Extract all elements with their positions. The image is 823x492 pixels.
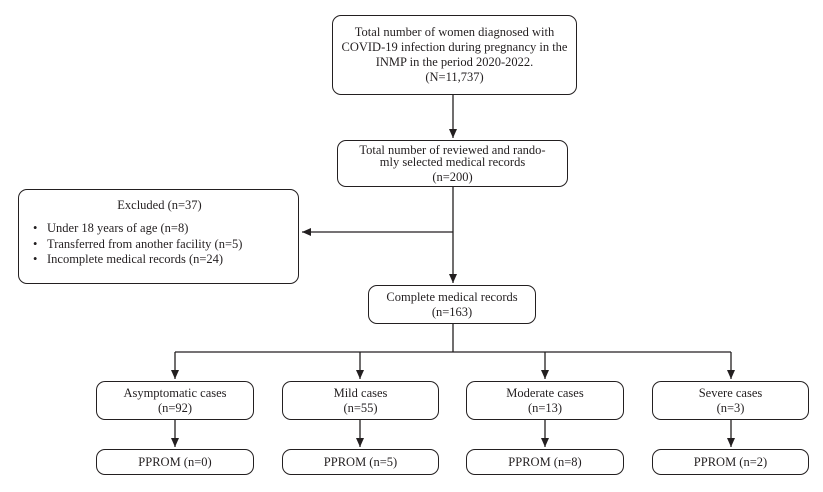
complete-records-label: Complete medical records [386, 289, 518, 304]
complete-records-box: Complete medical records (n=163) [368, 285, 536, 324]
reviewed-records-count: (n=200) [432, 169, 473, 184]
category-box-moderate: Moderate cases (n=13) [466, 381, 624, 420]
category-count: (n=92) [157, 400, 193, 415]
total-diagnosed-line-1: Total number of women diagnosed with [354, 25, 555, 39]
excluded-item-under-18: Under 18 years of age (n=8) [33, 221, 288, 237]
category-box-asymptomatic: Asymptomatic cases (n=92) [96, 381, 254, 420]
total-diagnosed-line-2: COVID-19 infection during pregnancy in t… [341, 40, 568, 54]
reviewed-records-box: Total number of reviewed and rando- mly … [337, 140, 568, 187]
excluded-box: Excluded (n=37) Under 18 years of age (n… [18, 189, 299, 284]
category-box-severe: Severe cases (n=3) [652, 381, 809, 420]
category-label: Moderate cases [506, 385, 584, 400]
pprom-box-moderate: PPROM (n=8) [466, 449, 624, 475]
total-diagnosed-box: Total number of women diagnosed with COV… [332, 15, 577, 95]
complete-records-count: (n=163) [431, 304, 473, 319]
pprom-label: PPROM (n=8) [508, 454, 582, 469]
pprom-box-severe: PPROM (n=2) [652, 449, 809, 475]
category-count: (n=55) [343, 400, 378, 415]
total-diagnosed-count: (N=11,737) [425, 70, 484, 84]
pprom-box-mild: PPROM (n=5) [282, 449, 439, 475]
pprom-label: PPROM (n=5) [323, 454, 398, 469]
category-label: Mild cases [333, 385, 388, 400]
category-count: (n=13) [527, 400, 563, 415]
excluded-list: Under 18 years of age (n=8) Transferred … [31, 221, 288, 268]
pprom-box-asymptomatic: PPROM (n=0) [96, 449, 254, 475]
pprom-label: PPROM (n=0) [138, 454, 212, 469]
excluded-item-transferred: Transferred from another facility (n=5) [33, 237, 288, 253]
category-count: (n=3) [716, 400, 745, 415]
total-diagnosed-line-3: INMP in the period 2020-2022. [375, 55, 534, 69]
reviewed-records-line-2: mly selected medical records [379, 154, 526, 169]
category-label: Asymptomatic cases [123, 385, 227, 400]
pprom-label: PPROM (n=2) [693, 454, 768, 469]
category-box-mild: Mild cases (n=55) [282, 381, 439, 420]
excluded-title: Excluded (n=37) [117, 198, 202, 212]
category-label: Severe cases [698, 385, 763, 400]
reviewed-records-line-1: Total number of reviewed and rando- [359, 142, 546, 157]
excluded-item-incomplete: Incomplete medical records (n=24) [33, 252, 288, 268]
